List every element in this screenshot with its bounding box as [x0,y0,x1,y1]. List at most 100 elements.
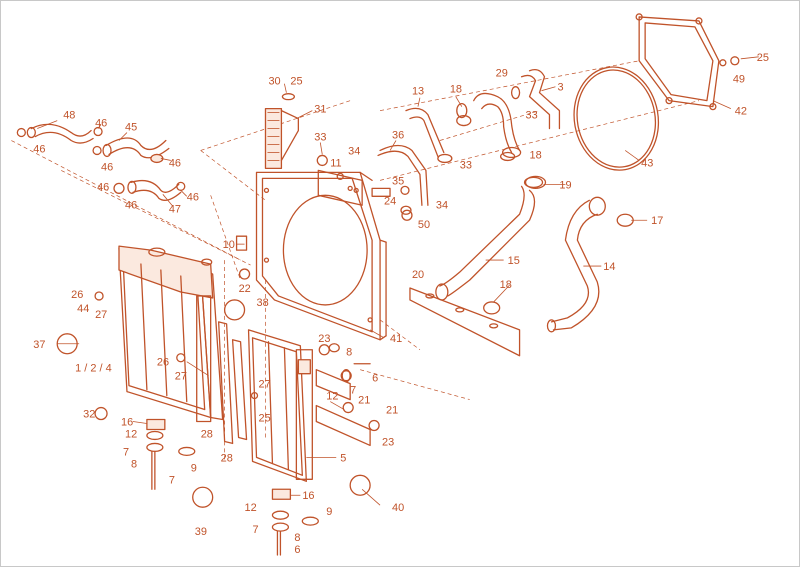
callout-46: 46 [97,181,109,193]
callout-50: 50 [418,219,430,231]
callout-21: 21 [358,395,370,407]
gasket-43 [573,66,660,171]
callout-21: 21 [386,405,398,417]
callout-19: 19 [559,179,571,191]
callout-47: 47 [169,203,181,215]
callout-43: 43 [641,157,653,169]
hose-47 [113,179,186,201]
callout-29: 29 [496,68,508,80]
callout-13: 13 [412,86,424,98]
callout-15: 15 [508,255,520,267]
assembly-guide-lines [11,60,700,460]
callout-27: 27 [175,371,187,383]
callout-25: 25 [290,76,302,88]
callout-9: 9 [191,462,197,474]
callout-7: 7 [123,446,129,458]
fan-shroud [255,171,387,341]
hose-48 [16,123,103,144]
cover-42 [635,13,740,111]
mount-plates [315,344,380,447]
sensor-plate [316,154,363,206]
callout-17: 17 [651,215,663,227]
callout-32: 32 [83,409,95,421]
hose-14 [546,196,634,333]
callout-37: 37 [33,339,45,351]
callout-labels: 48 46 46 46 46 46 46 46 45 47 30 25 31 3… [33,52,769,556]
callout-33: 33 [460,159,472,171]
callout-16: 16 [121,416,133,428]
callout-27: 27 [259,379,271,391]
callout-3: 3 [557,82,563,94]
callout-30: 30 [268,76,280,88]
callout-45: 45 [125,122,137,134]
callout-25: 25 [757,52,769,64]
callout-26: 26 [71,289,83,301]
callout-31: 31 [314,104,326,116]
callout-25: 25 [259,413,271,425]
bracket-31 [264,93,300,170]
callout-8: 8 [131,458,137,470]
main-radiator [118,245,224,423]
callout-5: 5 [340,452,346,464]
mount-studs-lower [271,488,319,556]
callout-41: 41 [390,333,402,345]
leader-lines [37,56,759,506]
detail-callouts [56,299,371,508]
callout-7: 7 [169,474,175,486]
pipe-13 [405,107,453,164]
callout-7: 7 [253,524,259,536]
callout-46: 46 [101,161,113,173]
callout-18: 18 [450,84,462,96]
callout-12: 12 [125,428,137,440]
callout-23: 23 [382,436,394,448]
mount-studs-left [146,418,196,490]
hose-29 [456,92,522,159]
callout-18: 18 [500,279,512,291]
callout-46: 46 [95,118,107,130]
callout-9: 9 [326,506,332,518]
cable-36 [371,144,429,221]
callout-28: 28 [201,428,213,440]
callout-36: 36 [392,130,404,142]
callout-49: 49 [733,74,745,86]
callout-38: 38 [257,297,269,309]
callout-20: 20 [412,269,424,281]
callout-6: 6 [294,544,300,556]
callout-33: 33 [314,132,326,144]
callout-12: 12 [245,502,257,514]
callout-46: 46 [169,157,181,169]
callout-18: 18 [530,149,542,161]
callout-22: 22 [239,283,251,295]
callout-34: 34 [436,199,448,211]
callout-42: 42 [735,106,747,118]
seal-strip-20 [409,287,521,357]
callout-16: 16 [302,490,314,502]
callout-34: 34 [348,145,360,157]
callout-33: 33 [526,110,538,122]
callout-46: 46 [125,199,137,211]
callout-46: 46 [33,143,45,155]
callout-7: 7 [350,385,356,397]
fittings [94,114,544,400]
callout-10: 10 [223,239,235,251]
callout-6: 6 [372,373,378,385]
callout-35: 35 [392,175,404,187]
callout-27: 27 [95,309,107,321]
callout-28: 28 [221,452,233,464]
callout-14: 14 [603,261,615,273]
pipe-3 [510,68,561,130]
strip-28 [217,321,248,445]
callout-8: 8 [346,347,352,359]
callout-26: 26 [157,357,169,369]
callout-11: 11 [330,157,341,169]
callout-48: 48 [63,110,75,122]
callout-8: 8 [294,532,300,544]
callout-44: 44 [77,303,89,315]
hose-45 [92,137,170,164]
hose-15 [435,175,547,301]
callout-24: 24 [384,195,396,207]
callout-12: 12 [326,391,338,403]
callout-1-2-4: 1 / 2 / 4 [75,363,112,375]
